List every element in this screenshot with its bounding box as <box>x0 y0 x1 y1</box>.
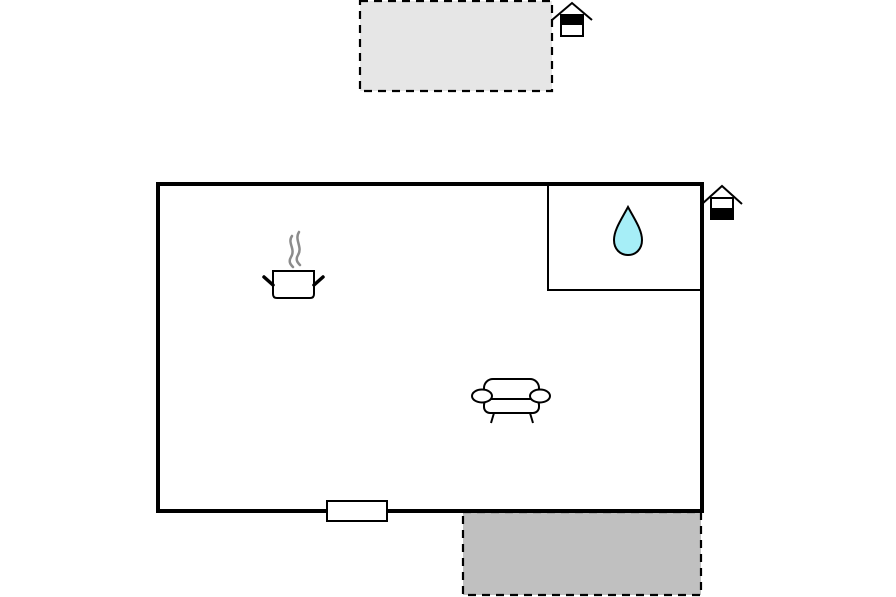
main-room-walls <box>156 182 704 513</box>
lower-terrace <box>461 510 703 597</box>
door-opening <box>326 500 388 522</box>
house-icon <box>701 184 743 220</box>
upper-terrace-area <box>358 0 554 93</box>
sofa-icon <box>471 378 551 424</box>
bathroom <box>547 184 702 291</box>
water-drop-icon <box>612 204 644 257</box>
lower-terrace-area <box>461 510 703 597</box>
upper-terrace <box>358 0 554 93</box>
bathroom-walls <box>547 184 702 291</box>
cooking-pot-icon <box>262 230 325 299</box>
house-icon <box>551 1 593 37</box>
